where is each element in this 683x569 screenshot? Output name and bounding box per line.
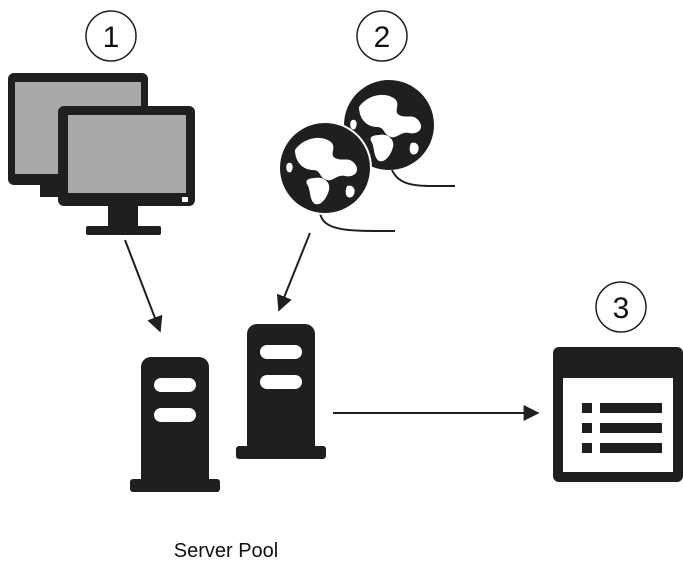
server-pool-label: Server Pool [174,540,279,562]
front-monitor [58,106,195,235]
step-1-number: 1 [103,21,120,54]
desktop-monitor-icon [8,73,195,235]
server-tower-icon [130,324,326,492]
arrow-internet-to-servers [276,232,311,312]
server-left [130,357,220,492]
step-3-number: 3 [613,292,630,325]
list-window-icon [553,347,683,482]
arrow-clients-to-servers [124,239,163,333]
step-1-badge: 1 [85,10,137,62]
server-right [236,324,326,459]
step-2-badge: 2 [356,10,408,62]
globe-icon [278,80,456,233]
step-3-badge: 3 [595,281,647,333]
step-2-number: 2 [374,21,391,54]
